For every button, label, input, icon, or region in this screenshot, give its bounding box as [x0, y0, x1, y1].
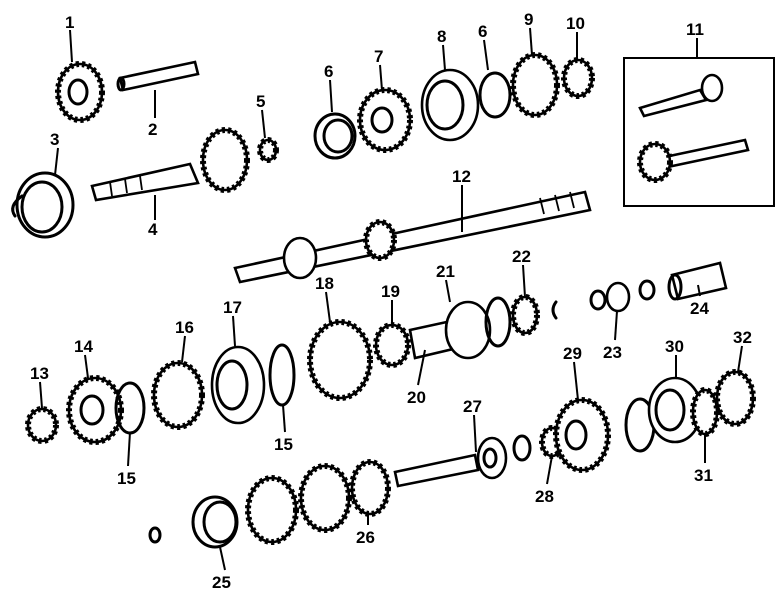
- callout-11: 11: [686, 20, 704, 39]
- part-30-synchro-sleeve: [624, 376, 703, 453]
- callout-27: 27: [463, 397, 482, 416]
- callout-13: 13: [30, 364, 49, 383]
- part-32-gear: [714, 369, 756, 427]
- part-29-gear: [553, 397, 611, 473]
- callout-8: 8: [437, 27, 446, 46]
- callout-29: 29: [563, 344, 582, 363]
- callout-leaders: [39, 27, 743, 571]
- part-19-bearing: [373, 322, 411, 368]
- callout-20: 20: [407, 388, 426, 407]
- part-6a-ring: [313, 112, 357, 160]
- callout-15b: 15: [274, 435, 293, 454]
- part-31-hub: [690, 387, 720, 437]
- part-26-counter-shaft: [245, 453, 480, 545]
- callout-19: 19: [381, 282, 400, 301]
- part-17-synchro-hub: [210, 345, 266, 425]
- callout-18: 18: [315, 274, 334, 293]
- callout-2: 2: [148, 120, 157, 139]
- callout-1: 1: [65, 13, 74, 32]
- part-24-sleeve: [667, 261, 728, 301]
- part-27-bearing: [476, 434, 532, 480]
- callout-3: 3: [50, 130, 59, 149]
- part-13-bearing: [25, 406, 59, 444]
- part-3-snap-ring: [11, 171, 75, 239]
- callout-6b: 6: [478, 22, 487, 41]
- callout-26: 26: [356, 528, 375, 547]
- part-23-bearing-set: [589, 279, 656, 313]
- part-14-gear: [66, 375, 124, 445]
- part-18-gear: [307, 319, 373, 401]
- callout-32: 32: [733, 328, 752, 347]
- callout-14: 14: [74, 337, 93, 356]
- part-15b-ring: [268, 343, 296, 407]
- callout-6a: 6: [324, 62, 333, 81]
- part-7-synchro-gear: [357, 87, 413, 153]
- callout-28: 28: [535, 487, 554, 506]
- callout-31: 31: [694, 466, 713, 485]
- callout-5: 5: [256, 92, 265, 111]
- callout-23: 23: [603, 343, 622, 362]
- part-11-inset-box: [623, 57, 775, 207]
- part-6b-ring: [478, 71, 512, 119]
- part-10-bearing: [561, 57, 595, 99]
- callout-25: 25: [212, 573, 231, 592]
- callout-12: 12: [452, 167, 471, 186]
- callout-16: 16: [175, 318, 194, 337]
- part-25-snap-ring: [148, 495, 239, 549]
- callout-10: 10: [566, 14, 585, 33]
- callout-30: 30: [665, 337, 684, 356]
- callout-labels: 1 2 3 4 5 6 7 8 6 9 10 11 12 13 14 15 16…: [30, 10, 752, 592]
- part-16-synchro-ring: [151, 360, 205, 430]
- part-2-pin: [116, 60, 200, 92]
- part-22-bearing: [510, 294, 558, 336]
- part-8-synchro-sleeve: [420, 68, 480, 142]
- part-1-gear: [55, 61, 105, 123]
- part-12-main-shaft: [233, 190, 592, 284]
- callout-22: 22: [512, 247, 531, 266]
- part-4-input-shaft: [90, 127, 250, 202]
- callout-17: 17: [223, 298, 242, 317]
- part-9-gear: [510, 52, 560, 118]
- callout-9: 9: [524, 10, 533, 29]
- part-21-gear: [444, 296, 512, 360]
- callout-7: 7: [374, 47, 383, 66]
- part-5-bearing: [257, 137, 279, 163]
- callout-24: 24: [690, 299, 709, 318]
- callout-15a: 15: [117, 469, 136, 488]
- callout-21: 21: [436, 262, 455, 281]
- callout-4: 4: [148, 220, 158, 239]
